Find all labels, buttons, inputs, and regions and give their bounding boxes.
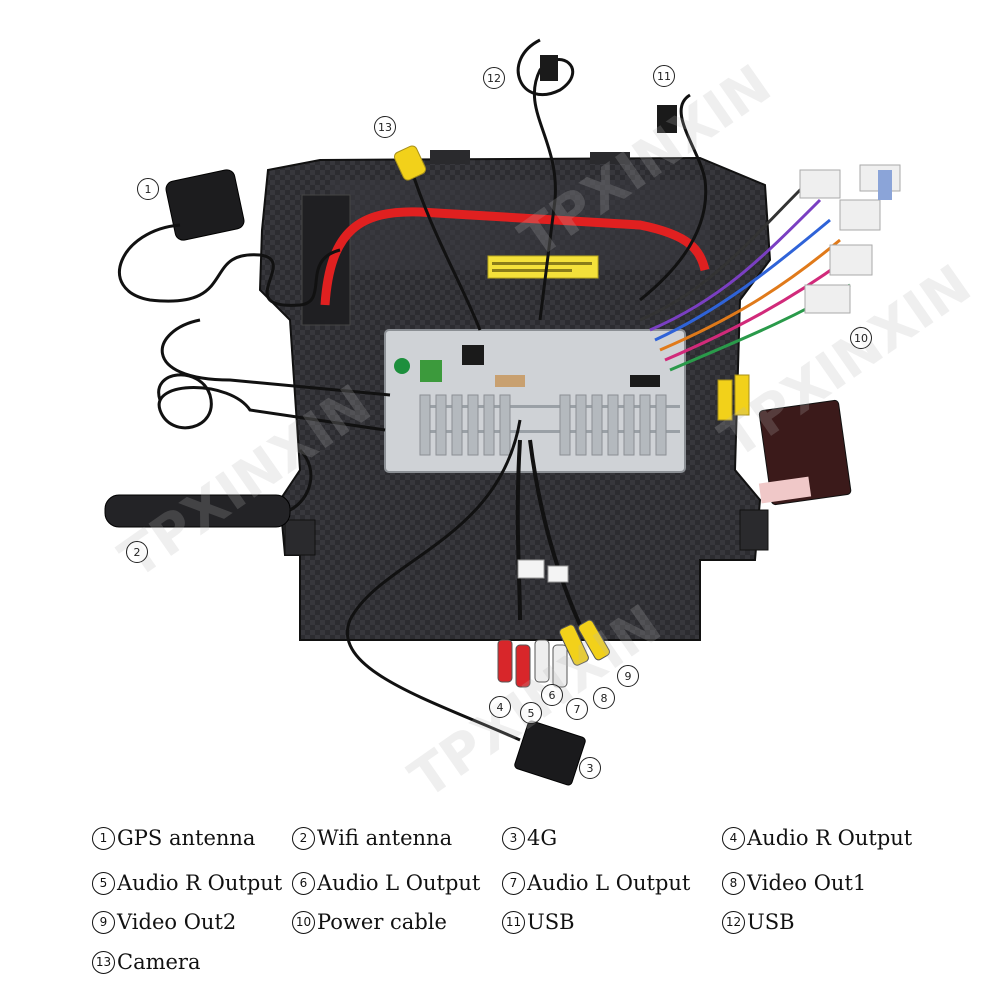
legend-number: 9	[92, 910, 115, 934]
legend-label: Audio R Output	[747, 826, 913, 850]
legend-item: 11 USB	[502, 910, 575, 934]
legend-item: 9 Video Out2	[92, 910, 236, 934]
legend-item: 13 Camera	[92, 950, 201, 974]
legend-number: 10	[292, 910, 315, 934]
callout-11: 11	[653, 65, 675, 87]
legend-label: Camera	[117, 950, 201, 974]
usb-connector	[540, 55, 558, 81]
wifi-antenna	[104, 494, 291, 528]
legend-item: 4 Audio R Output	[722, 826, 912, 850]
control-box	[758, 399, 852, 506]
warning-sticker	[487, 255, 599, 279]
legend-item: 5 Audio R Output	[92, 871, 282, 895]
legend-item: 2 Wifi antenna	[292, 826, 452, 850]
callout-3: 3	[579, 757, 601, 779]
legend-item: 3 4G	[502, 826, 557, 850]
rca-red	[497, 639, 513, 683]
callout-8: 8	[593, 687, 615, 709]
legend-label: GPS antenna	[117, 826, 256, 850]
callout-6: 6	[541, 684, 563, 706]
callout-13: 13	[374, 116, 396, 138]
power-harness	[639, 183, 851, 372]
callout-5: 5	[520, 702, 542, 724]
legend-number: 6	[292, 871, 315, 895]
legend-number: 12	[722, 910, 745, 934]
legend-label: Video Out2	[117, 910, 237, 934]
callout-4: 4	[489, 696, 511, 718]
rca-yellow	[578, 619, 610, 661]
legend-number: 2	[292, 826, 315, 850]
callout-9: 9	[617, 665, 639, 687]
legend-number: 5	[92, 871, 115, 895]
legend-item: 1 GPS antenna	[92, 826, 255, 850]
legend-label: Audio L Output	[527, 871, 691, 895]
legend-item: 7 Audio L Output	[502, 871, 690, 895]
harness-plug	[829, 244, 873, 276]
legend-item: 12 USB	[722, 910, 795, 934]
callout-7: 7	[566, 698, 588, 720]
ribbon-cable	[320, 207, 710, 306]
legend-number: 4	[722, 826, 745, 850]
legend-number: 3	[502, 826, 525, 850]
harness-plug	[799, 169, 841, 199]
rca-yellow	[559, 624, 589, 666]
rca-red	[515, 644, 531, 688]
callout-1: 1	[137, 178, 159, 200]
rca-white	[534, 639, 550, 683]
callout-12: 12	[483, 67, 505, 89]
harness-plug	[804, 284, 851, 314]
legend-number: 7	[502, 871, 525, 895]
legend-number: 11	[502, 910, 525, 934]
gps-antenna	[165, 169, 245, 241]
product-photo	[104, 38, 901, 786]
legend-label: 4G	[527, 826, 558, 850]
legend-label: USB	[527, 910, 575, 934]
legend-label: Wifi antenna	[317, 826, 453, 850]
callout-10: 10	[850, 327, 872, 349]
legend-number: 1	[92, 826, 115, 850]
callout-2: 2	[126, 541, 148, 563]
camera-connector	[393, 145, 427, 181]
legend-label: Audio L Output	[317, 871, 481, 895]
legend-label: USB	[747, 910, 795, 934]
legend-item: 10 Power cable	[292, 910, 447, 934]
legend-label: Video Out1	[747, 871, 867, 895]
legend-label: Power cable	[317, 910, 447, 934]
legend-item: 6 Audio L Output	[292, 871, 480, 895]
legend-label: Audio R Output	[117, 871, 283, 895]
4g-module	[514, 720, 586, 786]
legend-number: 13	[92, 950, 115, 974]
legend-item: 8 Video Out1	[722, 871, 866, 895]
harness-plug	[839, 199, 881, 231]
usb-connector	[657, 105, 677, 133]
legend-number: 8	[722, 871, 745, 895]
